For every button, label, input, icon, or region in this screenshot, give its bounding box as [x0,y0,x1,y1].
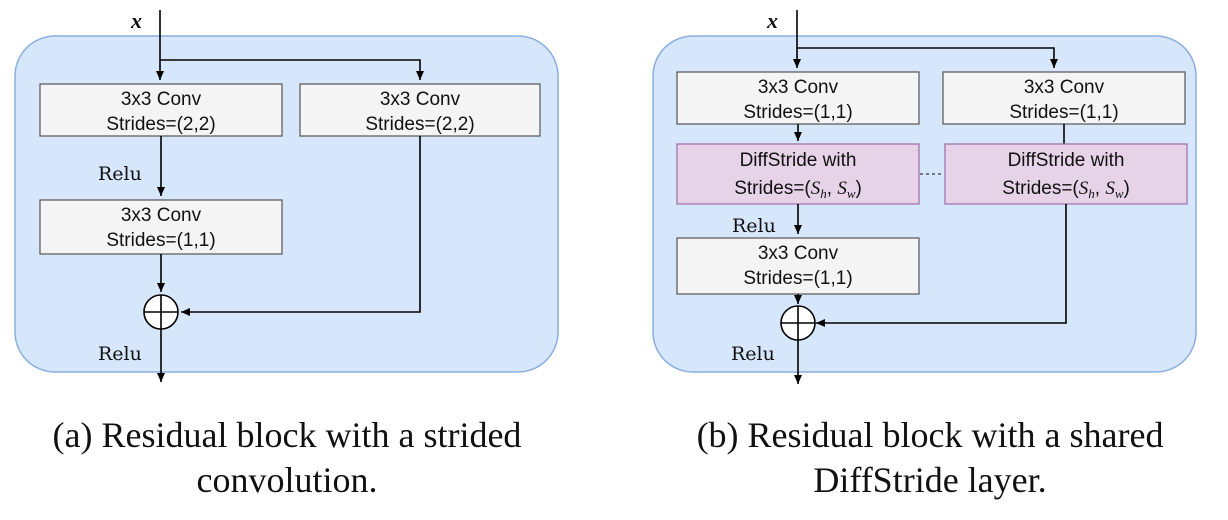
caption-a-line2: convolution. [197,460,378,500]
relu-label-2: Relu [731,343,775,365]
skip-line [816,204,1067,327]
conv-box-main-1: 3x3 Conv Strides=(2,2) [39,83,283,137]
adder-plus-icon [780,305,816,341]
conv-box-strides: Strides=(1,1) [1009,102,1118,123]
input-x-label: x [130,8,142,33]
conv-box-title: 3x3 Conv [1024,77,1105,98]
conv-box-main-2: 3x3 Conv Strides=(1,1) [676,237,920,295]
relu-label-2: Relu [98,343,142,365]
relu-label-1: Relu [732,215,776,237]
diffstride-box-main: DiffStride with Strides=(Sh, Sw) [676,143,920,205]
skip-line [181,136,421,316]
relu-label-1: Relu [98,163,142,185]
diffstride-title: DiffStride with [1008,150,1125,171]
conv-box-title: 3x3 Conv [121,205,202,226]
skip-branch-line [160,59,424,80]
conv-box-skip: 3x3 Conv Strides=(2,2) [299,83,541,137]
conv-box-title: 3x3 Conv [380,89,461,110]
caption-a-line1: (a) Residual block with a strided [53,415,522,455]
caption-b-line1: (b) Residual block with a shared [697,415,1164,455]
conv-box-strides: Strides=(1,1) [743,102,852,123]
caption-b-line2: DiffStride layer. [813,460,1046,500]
diffstride-strides: Strides=(Sh, Sw) [734,178,862,201]
conv-box-main-1: 3x3 Conv Strides=(1,1) [676,71,920,125]
conv-box-strides: Strides=(1,1) [743,268,852,289]
conv-box-strides: Strides=(1,1) [106,230,215,251]
conv-box-skip: 3x3 Conv Strides=(1,1) [942,71,1186,125]
diffstride-title: DiffStride with [740,150,857,171]
conv-box-title: 3x3 Conv [121,89,202,110]
conv-box-title: 3x3 Conv [758,243,839,264]
diffstride-box-skip: DiffStride with Strides=(Sh, Sw) [944,143,1188,205]
diagram-b: x 3x3 Conv Strides=(1,1) 3x3 Conv Stride… [652,8,1197,500]
skip-branch-line [797,47,1058,68]
conv-box-strides: Strides=(2,2) [365,114,474,135]
conv-box-strides: Strides=(2,2) [106,114,215,135]
conv-box-title: 3x3 Conv [758,77,839,98]
conv-box-main-2: 3x3 Conv Strides=(1,1) [39,199,283,255]
diffstride-strides: Strides=(Sh, Sw) [1002,178,1130,201]
adder-plus-icon [143,294,179,330]
diagram-a: x 3x3 Conv Strides=(2,2) 3x3 Conv Stride… [14,8,559,500]
input-x-label: x [766,8,778,33]
